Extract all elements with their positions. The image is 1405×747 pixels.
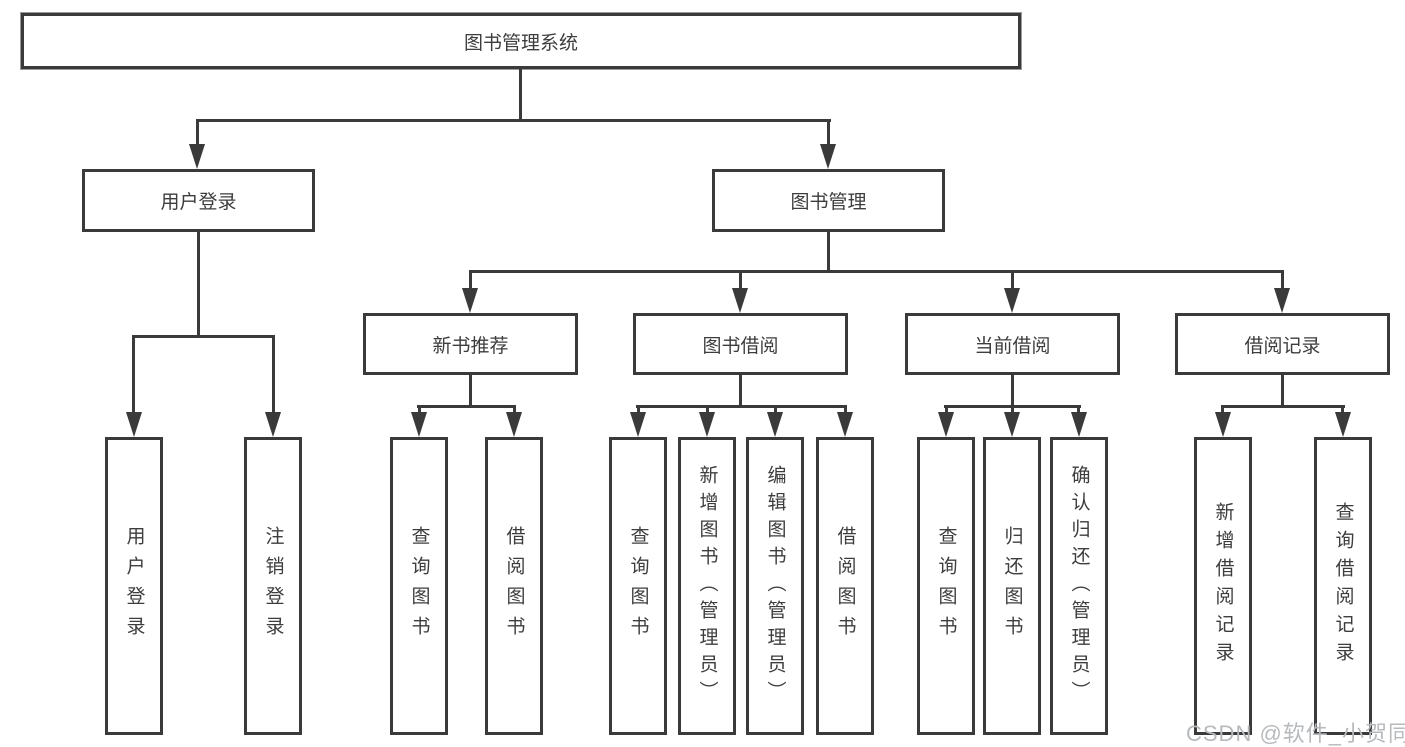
- connector-drop-nb-query: [418, 405, 421, 415]
- leaf-cb-return-books-label: 归还图书: [1001, 526, 1023, 646]
- connector-drop-book-borrowing: [739, 270, 742, 290]
- connector-drop-ul-logout: [272, 335, 275, 415]
- arrow-down-user-login-icon: [189, 144, 205, 169]
- connector-l2-branch: [196, 119, 831, 122]
- node-user-login-label: 用户登录: [160, 192, 237, 213]
- arrow-down-cb-confirm-icon: [1071, 412, 1087, 437]
- connector-drop-user-login: [196, 119, 199, 146]
- connector-drop-bb-query: [637, 405, 640, 415]
- connector-book-management-stem: [827, 232, 830, 273]
- leaf-bb-edit-books-admin: 编辑图书（管理员）: [746, 437, 804, 735]
- leaf-nb-borrow-books-label: 借阅图书: [503, 526, 525, 646]
- arrow-down-bb-edit-icon: [767, 412, 783, 437]
- connector-drop-cb-return: [1011, 405, 1014, 415]
- leaf-nb-borrow-books: 借阅图书: [485, 437, 543, 735]
- arrow-down-nb-query-icon: [411, 412, 427, 437]
- node-borrowing-records: 借阅记录: [1175, 313, 1390, 375]
- csdn-watermark: CSDN @软件_小贺同学: [1186, 721, 1405, 746]
- leaf-bb-add-books-admin-label: 新增图书（管理员）: [696, 464, 718, 708]
- node-root-label: 图书管理系统: [463, 32, 578, 54]
- connector-user-login-branch: [133, 335, 274, 338]
- connector-drop-book-management: [827, 119, 830, 146]
- leaf-ul-user-login: 用户登录: [105, 437, 163, 735]
- arrow-down-ul-logout-icon: [265, 412, 281, 437]
- connector-drop-br-add: [1221, 405, 1224, 415]
- connector-new-book-stem: [469, 375, 472, 408]
- connector-drop-cb-confirm: [1077, 405, 1080, 415]
- leaf-cb-query-books-label: 查询图书: [935, 526, 957, 646]
- leaf-ul-logout: 注销登录: [244, 437, 302, 735]
- connector-book-borrowing-stem: [739, 375, 742, 408]
- leaf-ul-user-login-label: 用户登录: [123, 526, 145, 646]
- node-current-borrowing: 当前借阅: [905, 313, 1120, 375]
- connector-current-borrowing-stem: [1011, 375, 1014, 408]
- leaf-bb-query-books-label: 查询图书: [627, 526, 649, 646]
- leaf-bb-borrow-books: 借阅图书: [816, 437, 874, 735]
- leaf-cb-confirm-return-admin-label: 确认归还（管理员）: [1068, 464, 1090, 708]
- leaf-br-add-record-label: 新增借阅记录: [1212, 502, 1234, 670]
- connector-drop-bb-edit: [774, 405, 777, 415]
- arrow-down-book-management-icon: [820, 144, 836, 169]
- node-new-book-recommendation-label: 新书推荐: [432, 335, 509, 357]
- arrow-down-bb-query-icon: [630, 412, 646, 437]
- connector-drop-bb-borrow: [844, 405, 847, 415]
- leaf-cb-return-books: 归还图书: [983, 437, 1041, 735]
- connector-book-borrowing-branch: [636, 405, 847, 408]
- arrow-down-current-borrowing-icon: [1004, 288, 1020, 313]
- node-book-borrowing: 图书借阅: [633, 313, 848, 375]
- node-user-login: 用户登录: [82, 169, 315, 232]
- arrow-down-bb-add-icon: [699, 412, 715, 437]
- leaf-nb-query-books-label: 查询图书: [408, 526, 430, 646]
- connector-root-stem: [519, 68, 522, 120]
- node-book-borrowing-label: 图书借阅: [702, 335, 779, 357]
- node-book-management: 图书管理: [712, 169, 945, 232]
- arrow-down-book-borrowing-icon: [732, 288, 748, 313]
- connector-user-login-stem: [197, 232, 200, 338]
- leaf-bb-borrow-books-label: 借阅图书: [834, 526, 856, 646]
- node-current-borrowing-label: 当前借阅: [974, 335, 1051, 357]
- arrow-down-ul-user-login-icon: [126, 412, 142, 437]
- connector-l3-branch: [469, 270, 1284, 273]
- connector-borrowing-records-stem: [1281, 375, 1284, 408]
- connector-drop-current-borrowing: [1011, 270, 1014, 290]
- node-borrowing-records-label: 借阅记录: [1244, 335, 1321, 357]
- arrow-down-new-book-icon: [462, 288, 478, 313]
- leaf-br-add-record: 新增借阅记录: [1194, 437, 1252, 735]
- leaf-br-query-record: 查询借阅记录: [1314, 437, 1372, 735]
- arrow-down-borrowing-records-icon: [1274, 288, 1290, 313]
- node-new-book-recommendation: 新书推荐: [363, 313, 578, 375]
- arrow-down-br-query-icon: [1335, 412, 1351, 437]
- arrow-down-br-add-icon: [1215, 412, 1231, 437]
- leaf-br-query-record-label: 查询借阅记录: [1332, 502, 1354, 670]
- leaf-nb-query-books: 查询图书: [390, 437, 448, 735]
- leaf-cb-query-books: 查询图书: [917, 437, 975, 735]
- leaf-bb-edit-books-admin-label: 编辑图书（管理员）: [764, 464, 786, 708]
- leaf-bb-add-books-admin: 新增图书（管理员）: [678, 437, 736, 735]
- leaf-bb-query-books: 查询图书: [609, 437, 667, 735]
- arrow-down-nb-borrow-icon: [506, 412, 522, 437]
- connector-drop-borrowing-records: [1281, 270, 1284, 290]
- connector-drop-br-query: [1341, 405, 1344, 415]
- leaf-ul-logout-label: 注销登录: [262, 526, 284, 646]
- connector-drop-cb-query: [945, 405, 948, 415]
- arrow-down-bb-borrow-icon: [837, 412, 853, 437]
- connector-borrowing-records-branch: [1221, 405, 1345, 408]
- arrow-down-cb-return-icon: [1004, 412, 1020, 437]
- leaf-cb-confirm-return-admin: 确认归还（管理员）: [1050, 437, 1108, 735]
- connector-drop-new-book: [469, 270, 472, 290]
- connector-drop-bb-add: [706, 405, 709, 415]
- connector-new-book-branch: [417, 405, 516, 408]
- node-book-management-label: 图书管理: [790, 192, 867, 213]
- node-root-library-management-system: 图书管理系统: [21, 13, 1021, 69]
- connector-drop-nb-borrow: [513, 405, 516, 415]
- arrow-down-cb-query-icon: [938, 412, 954, 437]
- connector-drop-ul-user-login: [132, 335, 135, 415]
